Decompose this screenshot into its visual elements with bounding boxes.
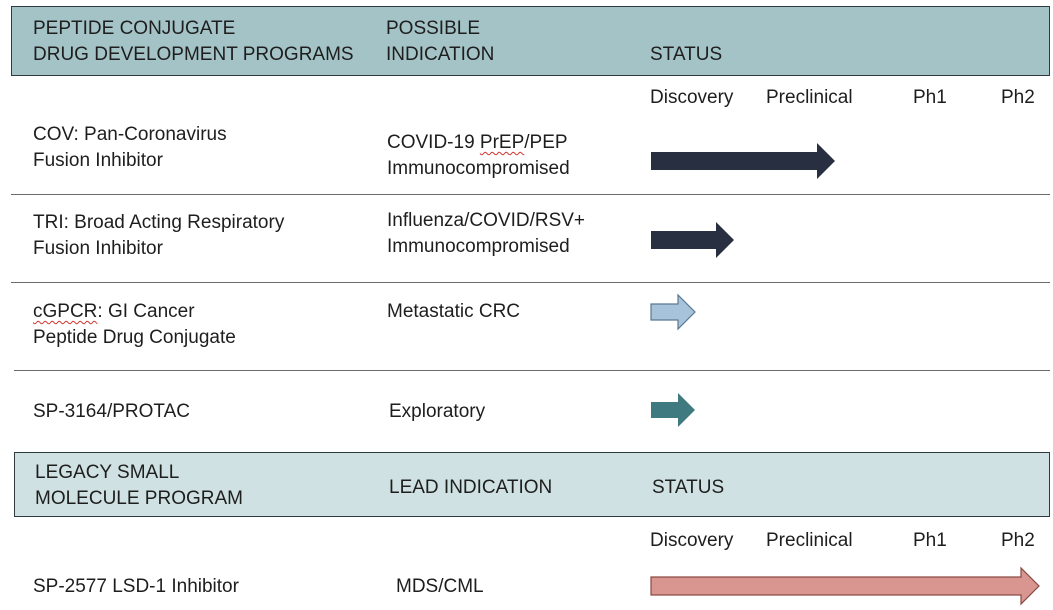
header-indication-line-1: POSSIBLE [386, 18, 480, 39]
header-program-line-2: DRUG DEVELOPMENT PROGRAMS [33, 44, 354, 65]
program-name-sp2577: SP-2577 LSD-1 Inhibitor [33, 576, 239, 597]
program-name-cgpcr-line-1: cGPCR: GI Cancer [33, 301, 195, 322]
program-name-sp3164: SP-3164/PROTAC [33, 401, 190, 422]
status-arrow-tri-shape [651, 222, 734, 258]
program-name-cgpcr-abbrev: cGPCR [33, 301, 98, 322]
legacy-program-header [14, 452, 1050, 517]
indication-sp2577: MDS/CML [396, 576, 484, 597]
status-arrow-sp2577 [650, 566, 1040, 606]
stage-label-ph1: Ph1 [913, 87, 947, 108]
stage-label-ph2: Ph2 [1001, 87, 1035, 108]
program-name-cov-line-2: Fusion Inhibitor [33, 150, 163, 171]
status-arrow-cgpcr [650, 293, 696, 331]
stage-label-preclinical: Preclinical [766, 87, 853, 108]
status-arrow-cov [651, 143, 835, 179]
stage-label-discovery: Discovery [650, 530, 734, 551]
indication-cov-prep: PrEP [479, 132, 525, 153]
stage-label-ph2: Ph2 [1001, 530, 1035, 551]
indication-cov-line-2: Immunocompromised [387, 158, 570, 179]
status-arrow-tri [651, 222, 734, 258]
header-legacy-program-line-2: MOLECULE PROGRAM [35, 488, 243, 509]
indication-cov-line-1: COVID-19 PrEP/PEP [387, 132, 568, 153]
program-name-tri-line-1: TRI: Broad Acting Respiratory [33, 212, 285, 233]
stage-label-preclinical: Preclinical [766, 530, 853, 551]
status-arrow-sp2577-shape [650, 566, 1040, 606]
status-arrow-cov-shape [651, 143, 835, 179]
row-divider [14, 370, 1050, 371]
program-name-cov-line-1: COV: Pan-Coronavirus [33, 124, 227, 145]
stage-label-discovery: Discovery [650, 87, 734, 108]
header-indication-line-2: INDICATION [386, 44, 495, 65]
row-divider [11, 282, 1050, 283]
header-lead-indication: LEAD INDICATION [389, 477, 553, 498]
row-divider [11, 194, 1050, 195]
stage-label-ph1: Ph1 [913, 530, 947, 551]
status-arrow-sp3164-shape [651, 393, 695, 427]
indication-sp3164: Exploratory [389, 401, 486, 422]
header-legacy-status: STATUS [652, 477, 725, 498]
header-legacy-program-line-1: LEGACY SMALL [35, 462, 180, 483]
header-status: STATUS [650, 44, 723, 65]
indication-tri-line-1: Influenza/COVID/RSV+ [387, 210, 586, 231]
program-name-tri-line-2: Fusion Inhibitor [33, 238, 163, 259]
status-arrow-cgpcr-shape [650, 293, 696, 331]
peptide-programs-header [11, 6, 1050, 76]
indication-cgpcr: Metastatic CRC [387, 301, 521, 322]
header-program-line-1: PEPTIDE CONJUGATE [33, 18, 236, 39]
indication-tri-line-2: Immunocompromised [387, 236, 570, 257]
status-arrow-sp3164 [651, 393, 695, 427]
program-name-cgpcr-line-2: Peptide Drug Conjugate [33, 327, 236, 348]
